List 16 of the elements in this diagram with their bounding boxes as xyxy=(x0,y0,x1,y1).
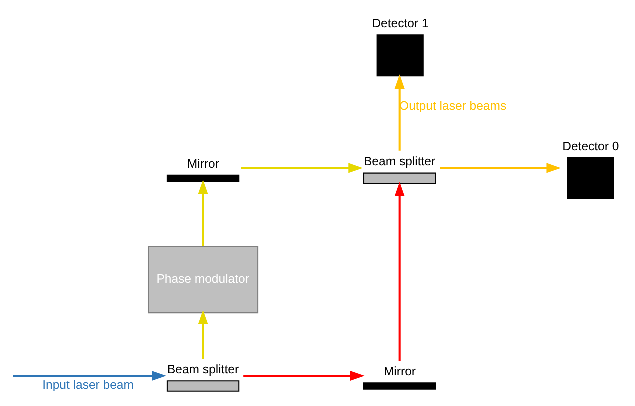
arrow xyxy=(394,74,405,151)
node-box: Phase modulator xyxy=(148,246,259,314)
arrow xyxy=(244,370,365,382)
node-label: Detector 0 xyxy=(562,139,620,154)
node-label: Beam splitter xyxy=(364,154,436,169)
node-label: Mirror xyxy=(187,156,220,171)
arrow xyxy=(241,163,363,174)
edge-label: Input laser beam xyxy=(42,378,134,392)
arrow xyxy=(198,310,208,359)
arrow xyxy=(440,163,562,174)
arrow xyxy=(394,182,405,362)
arrow xyxy=(198,180,208,246)
node-label: Beam splitter xyxy=(167,362,240,377)
arrow xyxy=(13,370,166,382)
node-label: Detector 1 xyxy=(372,16,429,31)
node-label: Mirror xyxy=(384,364,416,379)
